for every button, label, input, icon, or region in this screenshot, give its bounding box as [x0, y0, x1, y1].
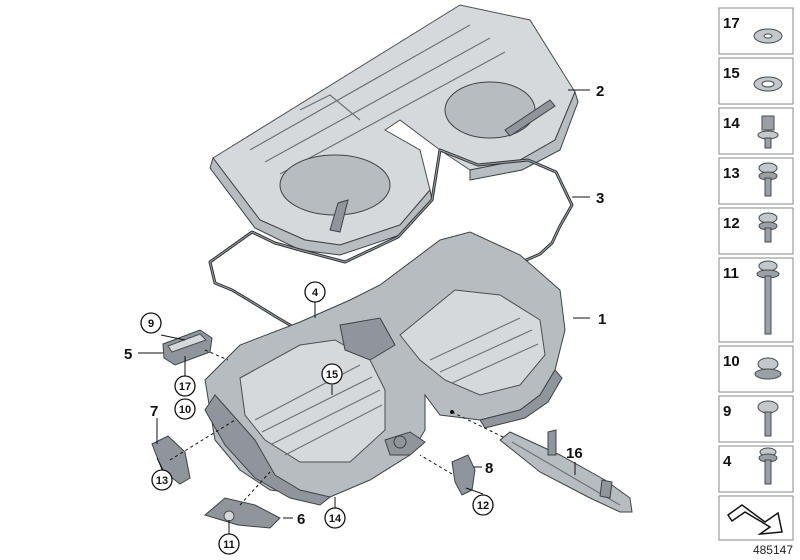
callout-14-circled: 14: [329, 513, 342, 525]
bracket-5: [162, 329, 213, 366]
panel-label-17: 17: [723, 15, 740, 32]
callout-5: 5: [124, 346, 132, 363]
direction-arrow-icon: [726, 504, 783, 536]
callout-9-circled: 9: [148, 318, 154, 330]
panel-label-4: 4: [723, 453, 732, 470]
panel-label-15: 15: [723, 65, 740, 82]
parts-panel: 17 15 14 13 12 11 10: [718, 7, 794, 541]
callout-3: 3: [596, 190, 604, 207]
lower-oil-pan: [204, 231, 566, 506]
bracket-6: [203, 497, 281, 529]
panel-label-14: 14: [723, 115, 740, 132]
callout-2: 2: [596, 83, 604, 100]
callout-16: 16: [566, 445, 583, 462]
panel-label-12: 12: [723, 215, 740, 232]
callout-1: 1: [598, 311, 606, 328]
callout-7: 7: [150, 403, 158, 420]
callout-8: 8: [485, 460, 493, 477]
callout-4-circled: 4: [312, 287, 319, 299]
callout-17-circled: 17: [179, 381, 191, 393]
callout-11-circled: 11: [223, 539, 235, 551]
callout-12-circled: 12: [477, 500, 489, 512]
leader-lines: [138, 89, 590, 534]
oil-pan-gasket: [208, 148, 574, 344]
callout-15-circled: 15: [326, 369, 338, 381]
callout-10-circled: 10: [179, 404, 191, 416]
heat-shield: [499, 429, 633, 513]
panel-label-11: 11: [723, 265, 739, 282]
panel-label-10: 10: [723, 353, 740, 370]
reference-number: 485147: [753, 543, 793, 557]
callout-6: 6: [297, 511, 305, 528]
panel-label-13: 13: [723, 165, 740, 182]
panel-label-9: 9: [723, 403, 731, 420]
upper-oil-pan-cover: [209, 4, 579, 256]
callout-13-circled: 13: [156, 475, 168, 487]
bracket-8: [451, 454, 476, 496]
